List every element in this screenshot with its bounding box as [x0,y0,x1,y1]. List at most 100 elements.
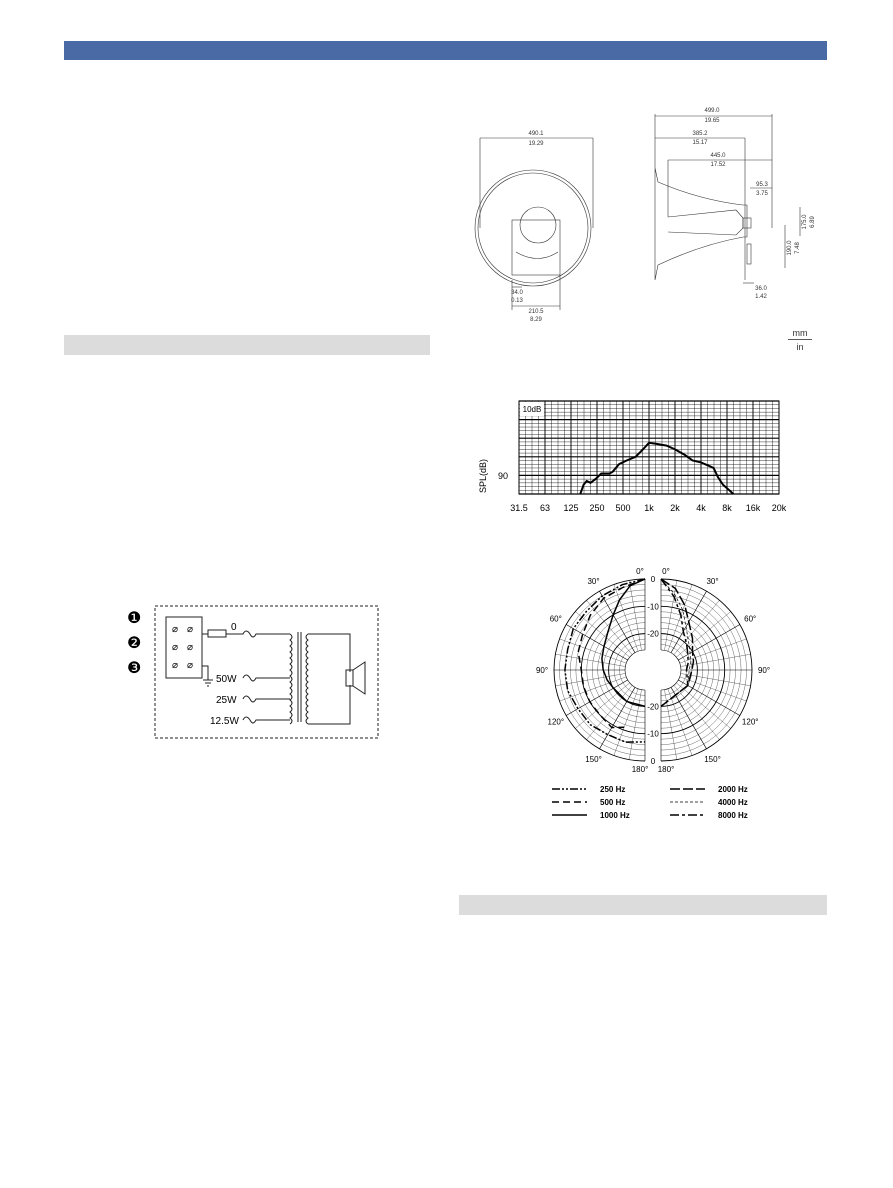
dim-driver-mm: 95.3 [756,182,768,188]
enclosure-outline [154,605,379,739]
dim-small-mm: 34.0 [511,290,523,296]
svg-text:⌀: ⌀ [187,660,193,671]
polar-spoke [559,676,627,702]
terminal-block [165,616,203,679]
polar-spoke [673,685,720,740]
angle-label: 180° [632,765,649,774]
polar-spoke [613,584,639,652]
polar-spoke [575,682,630,729]
scale-marker-box [520,402,544,416]
polar-spoke [586,685,633,740]
marker-3: ❸ [127,660,141,677]
marker-1: ❶ [127,610,141,627]
dim-height-a-in: 6.89 [810,216,816,228]
polar-spoke [566,679,628,716]
terminal-screws: ⌀⌀ ⌀⌀ ⌀⌀ [172,624,193,671]
polar-spoke [670,687,707,749]
marker-2: ❷ [127,635,141,652]
angle-label: 180° [658,765,675,774]
x-tick-label: 125 [563,503,578,513]
angle-label: 120° [548,718,565,727]
fuse-icon [207,629,227,638]
x-tick-label: 2k [670,503,680,513]
y-tick-90: 90 [498,471,508,481]
angle-label: 0° [662,567,670,576]
dim-overall-in: 19.65 [704,118,720,124]
x-tick-label: 250 [589,503,604,513]
spl-curve [579,441,735,495]
x-tick-label: 500 [615,503,630,513]
polar-spoke [679,676,747,702]
legend-label: 500 Hz [600,798,625,807]
polar-curve-8000-hz [660,578,689,707]
wiring-diagram: ❶ ❷ ❸ ⌀⌀ ⌀⌀ ⌀⌀ 0 50W 25W 12.5W [127,605,379,739]
x-tick-label: 4k [696,503,706,513]
dim-depth-mm: 36.0 [755,286,767,292]
section-bar-right [459,895,827,915]
dim-bracket-mm: 210.5 [528,309,544,315]
polar-spoke [599,687,636,749]
dim-height-b-mm: 190.0 [787,240,793,256]
header-bar [64,41,827,60]
angle-label: 60° [550,615,562,624]
chart-grid [518,400,780,495]
angle-label: 150° [704,755,721,764]
radial-label: -10 [647,602,659,611]
speaker-icon [345,661,366,695]
svg-text:⌀: ⌀ [172,624,178,635]
angle-label: 90° [758,666,770,675]
polar-curve-4000-hz [660,578,692,707]
dim-horn-in: 17.52 [710,162,726,168]
radial-label: 0 [651,757,656,766]
tap-25w: 25W [216,695,237,706]
tap-50w: 50W [216,674,237,685]
dim-front-width-mm: 490.1 [528,131,544,137]
side-view [654,114,801,284]
polar-spoke [676,682,731,729]
angle-label: 120° [742,718,759,727]
polar-spoke [680,673,751,686]
radial-label: -20 [647,702,659,711]
dim-tobracket-mm: 385.2 [692,131,708,137]
unit-mm: mm [793,328,808,338]
radial-label: -20 [647,630,659,639]
angle-label: 30° [706,577,718,586]
primary-coil [289,633,293,725]
dim-height-a-mm: 175.0 [802,214,808,230]
polar-spoke [664,689,677,760]
polar-spoke [679,638,747,664]
dim-height-b-in: 7.48 [795,242,801,254]
polar-spoke [629,580,642,651]
dim-front-width-in: 19.29 [528,141,544,147]
y-axis-label: SPL(dB) [478,459,488,493]
x-tick-label: 8k [722,503,732,513]
ground-icon [202,665,213,687]
x-tick-label: 16k [746,503,761,513]
legend-label: 250 Hz [600,785,625,794]
polar-curve-1000-hz [601,578,646,708]
angle-label: 90° [536,666,548,675]
angle-label: 150° [585,755,602,764]
dim-bracket-in: 8.29 [530,317,542,323]
dim-depth-in: 1.42 [755,294,767,300]
tap-0: 0 [231,622,237,633]
polar-spoke [613,688,639,756]
unit-in: in [796,342,803,352]
section-bar-left [64,335,430,355]
front-view [474,137,594,310]
polar-spoke [678,679,740,716]
polar-spoke [667,688,693,756]
angle-label: 60° [744,615,756,624]
secondary-coil [305,633,309,725]
dim-horn-mm: 445.0 [710,153,726,159]
svg-text:⌀: ⌀ [172,642,178,653]
x-tick-label: 1k [644,503,654,513]
polar-curve-2000-hz [660,578,695,707]
polar-spoke [667,584,693,652]
angle-label: 0° [636,567,644,576]
polar-spoke [664,580,677,651]
dim-driver-in: 3.75 [756,191,768,197]
dimension-drawing: 490.1 19.29 34.0 0.13 210.5 8.29 499.0 1… [474,108,816,352]
x-tick-label: 20k [772,503,787,513]
